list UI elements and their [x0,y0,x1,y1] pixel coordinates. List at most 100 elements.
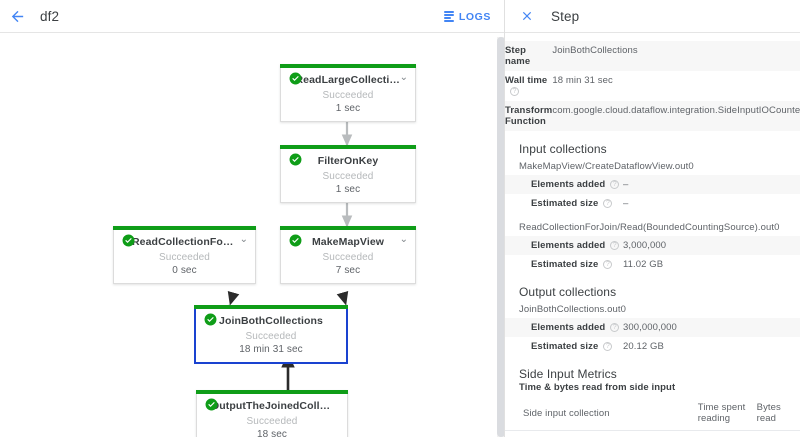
graph-node-read-large-collection[interactable]: ReadLargeCollectionFr... ⌄ Succeeded 1 s… [280,64,416,122]
row-value: – [623,198,629,209]
table-row: Step name JoinBothCollections [505,41,800,71]
table-row: Estimated size? 11.02 GB [505,255,800,274]
row-key: Elements added? [505,318,623,337]
scrollbar-thumb[interactable] [497,37,504,437]
row-key-label: Estimated size [531,341,599,352]
help-icon[interactable]: ? [610,180,620,189]
node-time-text: 1 sec [335,103,361,114]
side-input-metrics-heading: Side Input Metrics [519,367,617,381]
row-value: 3,000,000 [623,240,667,251]
row-value: 11.02 GB [623,259,664,270]
node-time-text: 0 sec [172,265,197,276]
help-icon[interactable]: ? [603,260,613,269]
job-graph-pane: df2 LOGS [0,0,505,437]
job-name-title: df2 [40,8,60,24]
logs-icon [443,11,454,22]
step-panel-header: Step [505,0,800,33]
side-input-metrics-table: Side input collection Time spent reading… [505,397,800,437]
table-row: Elements added? 3,000,000 [505,236,800,255]
table-header-row: Side input collection Time spent reading… [505,397,800,431]
table-row: Elements added? 300,000,000 [505,318,800,337]
row-key: Transform Function [505,105,553,127]
row-value: 20.12 GB [623,341,664,352]
node-label: ReadLargeCollectionFr... [295,73,401,86]
row-key: Estimated size? [505,255,623,274]
table-row: Transform Function com.google.cloud.data… [505,101,800,131]
node-status-bar [194,305,348,309]
row-key: Elements added? [505,236,623,255]
success-check-icon [289,234,302,247]
graph-node-join-both-collections[interactable]: JoinBothCollections Succeeded 18 min 31 … [194,305,348,364]
row-value: – [623,179,629,190]
node-status-text: Succeeded [159,252,210,263]
chevron-down-icon[interactable]: ⌄ [239,234,248,245]
row-value: 300,000,000 [623,322,677,333]
row-key-label: Estimated size [531,198,599,209]
collection-name: JoinBothCollections.out0 [519,304,626,315]
help-icon[interactable]: ? [510,87,519,96]
row-key-label: Elements added [531,240,606,251]
row-value: JoinBothCollections [552,45,638,56]
node-status-text: Succeeded [322,90,374,101]
node-status-bar [196,390,348,394]
row-key-label: Estimated size [531,259,599,270]
table-row: Estimated size? 20.12 GB [505,337,800,356]
collection-name: MakeMapView/CreateDataflowView.out0 [519,161,694,172]
step-details-pane: Step Step name JoinBothCollections Wall … [505,0,800,437]
success-check-icon [205,398,218,411]
collection-name: ReadCollectionForJoin/Read(BoundedCounti… [519,222,780,233]
table-row: Wall time? 18 min 31 sec [505,71,800,101]
help-icon[interactable]: ? [603,342,613,351]
node-time-text: 18 min 31 sec [239,344,303,355]
graph-node-make-map-view[interactable]: MakeMapView ⌄ Succeeded 7 sec [280,226,416,284]
logs-button[interactable]: LOGS [443,0,491,33]
node-time-text: 7 sec [335,265,361,276]
node-status-text: Succeeded [322,252,374,263]
row-value: 18 min 31 sec [552,75,613,86]
graph-node-filter-on-key[interactable]: FilterOnKey Succeeded 1 sec [280,145,416,203]
logs-button-label: LOGS [458,10,491,23]
left-toolbar: df2 LOGS [0,0,504,33]
node-label: JoinBothCollections [219,314,323,327]
chevron-down-icon[interactable]: ⌄ [399,72,408,83]
step-panel-title: Step [551,8,580,24]
success-check-icon [204,313,217,326]
cell-side-input-collection: MakeMapView/CreateDataflowView.out0 [505,430,698,437]
chevron-down-icon[interactable]: ⌄ [399,234,408,245]
graph-node-output-the-joined-collection[interactable]: OutputTheJoinedCollec... Succeeded 18 se… [196,390,348,437]
side-input-metrics-subheading: Time & bytes read from side input [519,382,676,393]
close-icon[interactable] [519,8,535,24]
success-check-icon [289,153,302,166]
row-key-label: Elements added [531,322,606,333]
help-icon[interactable]: ? [603,199,613,208]
help-icon[interactable]: ? [610,241,620,250]
success-check-icon [289,72,302,85]
output-collection-table-0: Elements added? 300,000,000 Estimated si… [505,318,800,356]
node-status-text: Succeeded [246,416,298,427]
node-label: ReadCollectionForJoin [132,235,237,248]
success-check-icon [122,234,135,247]
back-arrow-icon[interactable] [0,0,34,33]
spacer [505,213,800,222]
node-status-text: Succeeded [245,331,297,342]
node-status-bar [280,145,416,149]
row-key-label: Elements added [531,179,606,190]
table-row: Elements added? – [505,175,800,194]
row-key: Elements added? [505,175,623,194]
graph-canvas[interactable]: ReadLargeCollectionFr... ⌄ Succeeded 1 s… [0,33,497,437]
step-panel-body: Step name JoinBothCollections Wall time?… [505,33,800,437]
help-icon[interactable]: ? [610,323,620,332]
graph-node-read-collection-for-join[interactable]: ReadCollectionForJoin ⌄ Succeeded 0 sec [113,226,256,284]
step-summary-table: Step name JoinBothCollections Wall time?… [505,41,800,131]
node-status-text: Succeeded [322,171,374,182]
node-label: OutputTheJoinedCollec... [211,399,333,412]
output-collections-heading: Output collections [519,285,617,299]
column-header-side-input-collection: Side input collection [505,397,698,431]
input-collection-table-1: Elements added? 3,000,000 Estimated size… [505,236,800,274]
row-key: Estimated size? [505,194,623,213]
row-key-label: Wall time [505,75,548,86]
graph-vertical-scrollbar[interactable] [497,37,504,437]
step-panel-scrollbar[interactable] [794,33,800,437]
node-time-text: 1 sec [335,184,361,195]
